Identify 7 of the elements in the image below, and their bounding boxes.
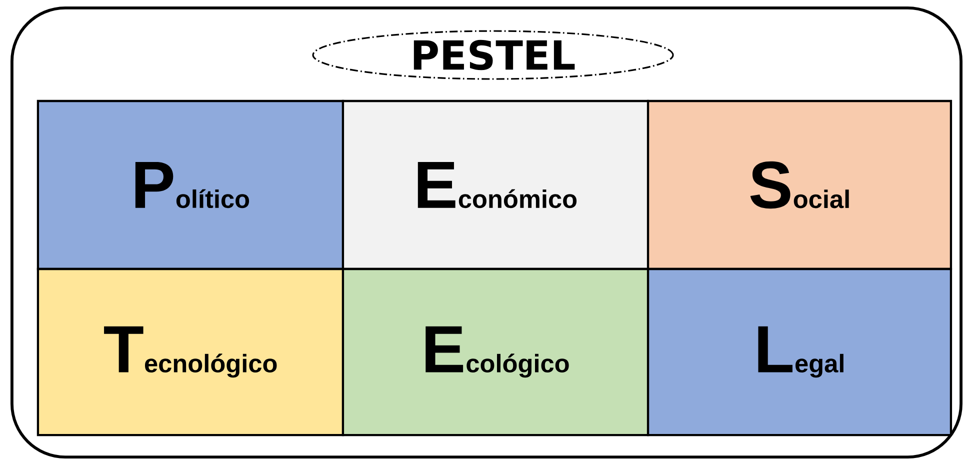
outer-frame bbox=[10, 6, 962, 458]
factor-cell: Político bbox=[36, 100, 344, 270]
factor-cell: Legal bbox=[646, 268, 952, 436]
factor-cell: Tecnológico bbox=[36, 268, 344, 436]
factor-cell: Social bbox=[646, 100, 952, 270]
factor-cell: Ecológico bbox=[342, 268, 650, 436]
factor-cell: Económico bbox=[342, 100, 650, 270]
